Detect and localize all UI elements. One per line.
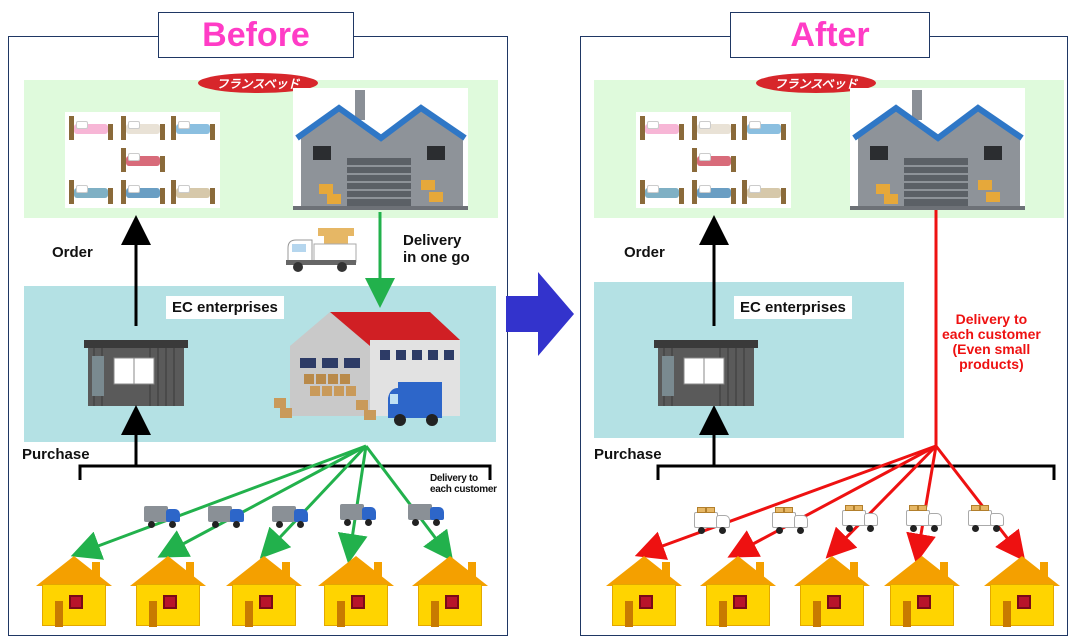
bed-icon (692, 148, 736, 172)
house-icon (884, 556, 960, 627)
after-delivery-each-label: Delivery to each customer (Even small pr… (942, 311, 1041, 373)
house-icon (794, 556, 870, 627)
bed-icon (692, 116, 736, 140)
bed-icon (69, 180, 113, 204)
before-order-label: Order (52, 244, 93, 261)
transition-arrow-icon (506, 272, 574, 356)
before-brand-logo: フランスベッド (198, 73, 318, 93)
before-title: Before (158, 12, 354, 58)
bed-icon (742, 180, 786, 204)
house-icon (984, 556, 1060, 627)
truck-icon (208, 506, 244, 528)
before-delivery-each-label: Delivery to each customer (430, 473, 497, 495)
before-purchase-label: Purchase (22, 446, 90, 463)
house-icon (412, 556, 488, 627)
truck-icon (340, 504, 376, 526)
after-ec-label: EC enterprises (734, 296, 852, 319)
truck-icon (772, 507, 808, 534)
truck-icon (842, 505, 878, 532)
truck-icon (906, 505, 942, 532)
after-bed-catalog (636, 112, 791, 208)
truck-icon (968, 505, 1004, 532)
truck-icon (408, 504, 444, 526)
truck-icon (272, 506, 308, 528)
bed-icon (69, 116, 113, 140)
before-ec-label: EC enterprises (166, 296, 284, 319)
before-bed-catalog (65, 112, 220, 208)
after-factory-icon (850, 88, 1025, 210)
after-purchase-label: Purchase (594, 446, 662, 463)
bed-icon (640, 180, 684, 204)
after-shop-icon (654, 340, 758, 408)
before-factory-icon (293, 88, 468, 210)
house-icon (226, 556, 302, 627)
house-icon (36, 556, 112, 627)
bed-icon (121, 116, 165, 140)
bed-icon (742, 116, 786, 140)
truck-icon (144, 506, 180, 528)
house-icon (700, 556, 776, 627)
house-icon (318, 556, 394, 627)
bed-icon (171, 180, 215, 204)
before-shop-icon (84, 340, 188, 408)
bed-icon (121, 148, 165, 172)
bed-icon (171, 116, 215, 140)
house-icon (606, 556, 682, 627)
after-brand-logo: フランスベッド (756, 73, 876, 93)
bed-icon (692, 180, 736, 204)
house-icon (130, 556, 206, 627)
truck-icon (694, 507, 730, 534)
after-order-label: Order (624, 244, 665, 261)
before-ec-warehouse-icon (270, 306, 460, 428)
before-bulk-truck-icon (284, 224, 358, 274)
after-title: After (730, 12, 930, 58)
bed-icon (640, 116, 684, 140)
before-delivery-one-go-label: Delivery in one go (403, 232, 470, 267)
bed-icon (121, 180, 165, 204)
